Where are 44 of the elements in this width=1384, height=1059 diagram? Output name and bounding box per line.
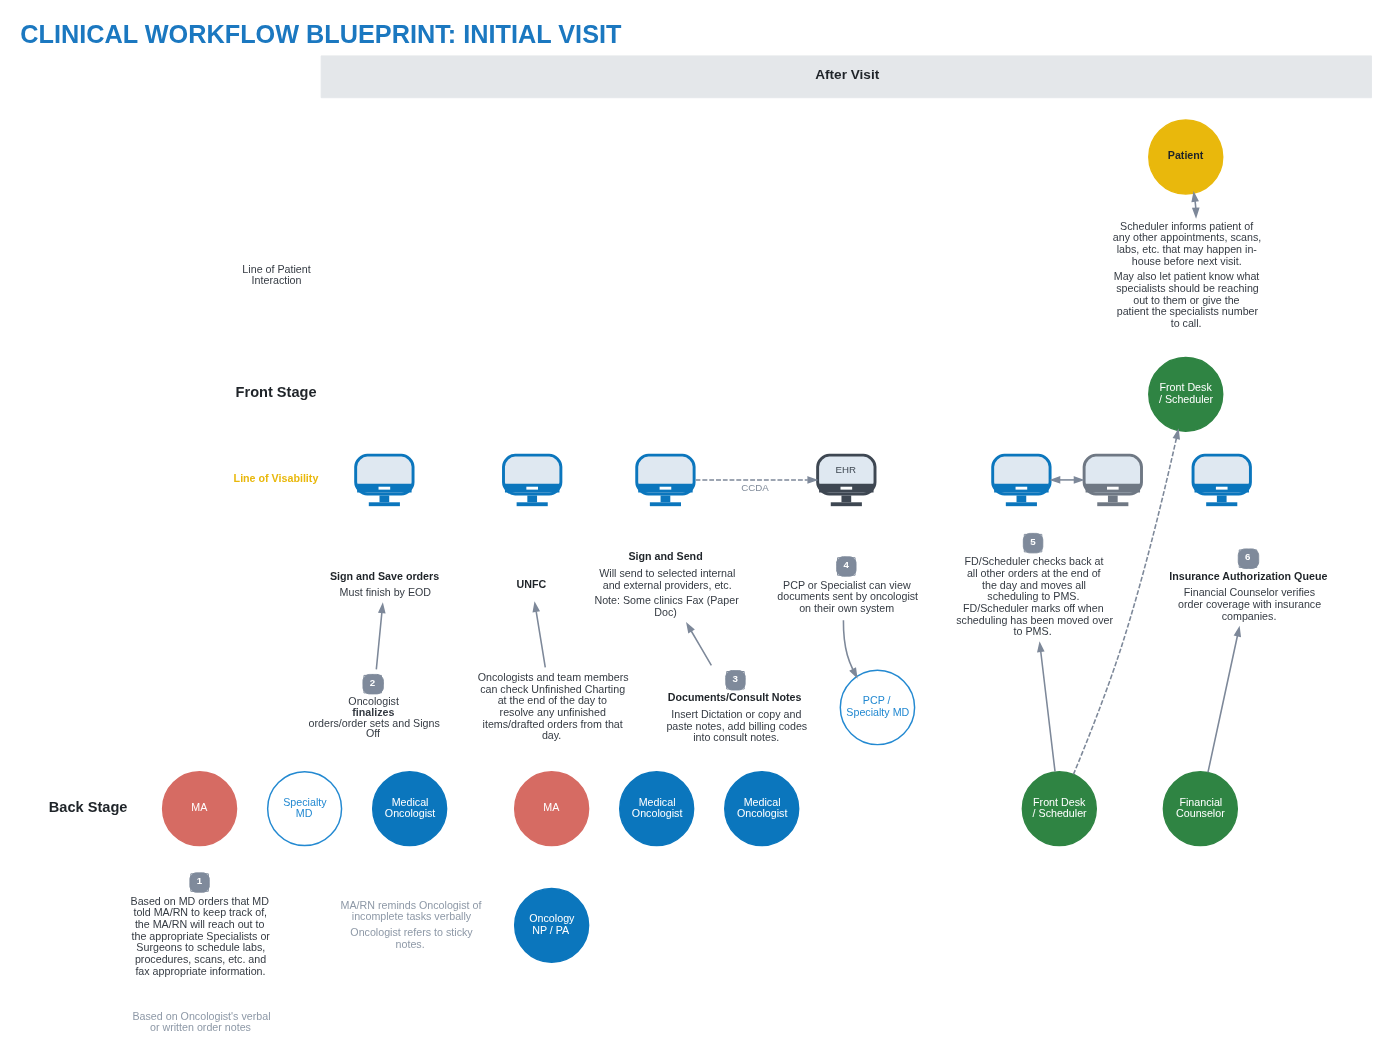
node-text: Oncologists and team members can check Unfinished Charting at the end of the day to resolve any unfinished items/drafted orders from that day. [477, 670, 629, 741]
arrow [686, 621, 713, 666]
label: Line of Patient Interaction [242, 262, 311, 286]
node-label: PCP or Specialist can view documents sent by oncologist on their own system [777, 578, 919, 614]
node-circle: Specialty MD [266, 770, 343, 846]
node-label: Insert Dictation or copy and paste notes, add billing codes into consult notes. [666, 707, 808, 743]
arrow [842, 619, 858, 679]
node-label: Oncologist refers to sticky notes. [350, 925, 473, 950]
node-circle: Oncology NP / PA [513, 887, 590, 963]
arrow [1072, 427, 1180, 775]
node-label: Documents/Consult Notes [667, 690, 802, 703]
node-circle: Financial Counselor [1162, 770, 1239, 846]
node-circle: Medical Oncologist [619, 770, 695, 846]
node-text: Sign and Send Will send to selected internal and external providers, etc. Note: Some clinics Fax (Paper Doc) [594, 549, 739, 618]
node-label: Based on MD orders that MD told MA/RN to keep track of, the MA/RN will reach out to the appropriate Specialists or Surgeons to schedule labs, procedures, scans, etc. and fax appropriate information. [130, 894, 270, 977]
node-circle: Medical Oncologist [371, 770, 448, 846]
label: Based on Oncologist's verbal or written order notes [132, 1008, 271, 1033]
node-circle: MA [513, 770, 590, 846]
label: Front Stage [235, 383, 317, 400]
node-circle: Front Desk / Scheduler [1021, 770, 1097, 846]
label: Line of Visability [233, 471, 319, 484]
arrow [375, 601, 386, 670]
node-label: Financial Counselor verifies order coverage with insurance companies. [1177, 585, 1322, 622]
node-circle: Front Desk / Scheduler [1148, 356, 1224, 432]
node-box: After Visit [320, 54, 1372, 98]
node-text: Sign and Save orders Must finish by EOD [329, 569, 440, 598]
node-label: Oncologist finalizes orders/order sets and Signs Off [308, 694, 440, 739]
node-circle: MA [161, 770, 238, 846]
arrow [1049, 475, 1085, 484]
node-text: UNFC [516, 577, 547, 590]
label: Back Stage [48, 798, 128, 815]
node-circle: Patient [1148, 118, 1224, 195]
node-circle: Medical Oncologist [724, 770, 800, 846]
node-label: Insurance Authorization Queue [1169, 569, 1328, 582]
node-circle: PCP / Specialty MD [839, 669, 916, 745]
arrow [532, 600, 547, 668]
arrow [694, 475, 819, 484]
arrow [1037, 640, 1056, 772]
node-text: Scheduler informs patient of any other appointments, scans, labs, etc. that may happen in-house before next visit. May also let patient know what specialists should be reaching out to them or give the patient the specialists number to call. [1112, 219, 1262, 329]
node-label: MA/RN reminds Oncologist of incomplete tasks verbally [340, 898, 482, 922]
node-label: FD/Scheduler checks back at all other orders at the end of the day and moves all scheduling to PMS. FD/Scheduler marks off when scheduling has been moved over to PMS. [956, 554, 1114, 637]
arrow [1207, 625, 1242, 773]
diagram-title: CLINICAL WORKFLOW BLUEPRINT: INITIAL VISIT [20, 19, 622, 48]
edge-label: CCDA [741, 481, 769, 493]
